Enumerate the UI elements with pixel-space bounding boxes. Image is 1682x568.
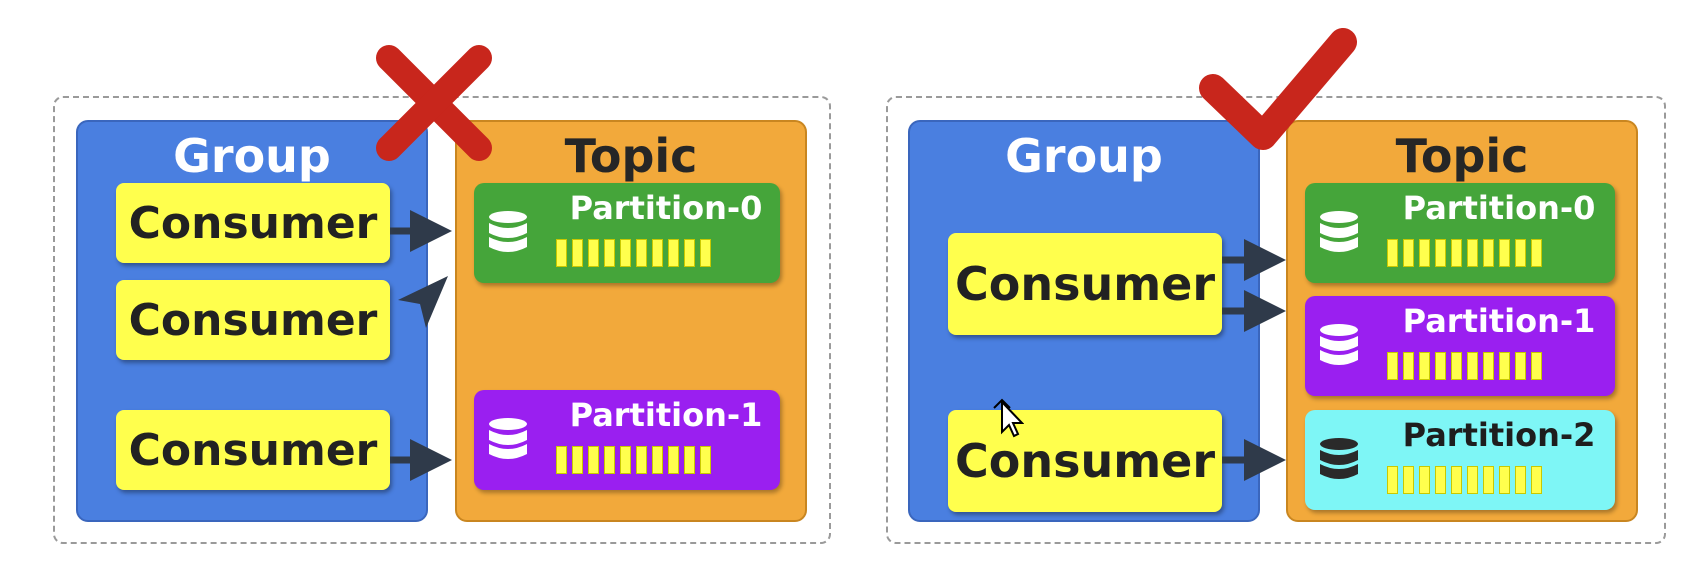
partition-label: Partition-1 [569, 396, 763, 434]
left-consumer-1: Consumer [116, 280, 390, 360]
cross-icon [376, 45, 492, 161]
database-icon [1320, 324, 1358, 365]
right-topic-title: Topic [1395, 129, 1529, 183]
left-group-title: Group [173, 129, 331, 183]
mouse-cursor-icon [993, 398, 1024, 438]
right-partition-0: Partition-0 [1305, 183, 1615, 283]
message-bars [1387, 466, 1542, 494]
partition-label: Partition-0 [1402, 189, 1596, 227]
partition-label: Partition-1 [1402, 302, 1596, 340]
right-group-title: Group [1005, 129, 1163, 183]
message-bars [1387, 239, 1542, 267]
right-partition-1: Partition-1 [1305, 296, 1615, 396]
right-consumer-1: Consumer [948, 410, 1222, 512]
database-icon [1320, 438, 1358, 479]
database-icon [1320, 211, 1358, 252]
check-icon [1199, 28, 1357, 150]
left-consumer-2: Consumer [116, 410, 390, 490]
right-partition-2: Partition-2 [1305, 410, 1615, 510]
database-icon [489, 418, 527, 459]
left-topic-title: Topic [564, 129, 698, 183]
right-consumer-0: Consumer [948, 233, 1222, 335]
blocked-arrow-icon [398, 276, 448, 328]
left-partition-0: Partition-0 [474, 183, 780, 283]
left-consumer-0: Consumer [116, 183, 390, 263]
right-diagram-panel [886, 96, 1666, 544]
message-bars [556, 239, 711, 267]
left-partition-1: Partition-1 [474, 390, 780, 490]
partition-label: Partition-2 [1402, 416, 1596, 454]
partition-label: Partition-0 [569, 189, 763, 227]
message-bars [1387, 352, 1542, 380]
message-bars [556, 446, 711, 474]
database-icon [489, 211, 527, 252]
